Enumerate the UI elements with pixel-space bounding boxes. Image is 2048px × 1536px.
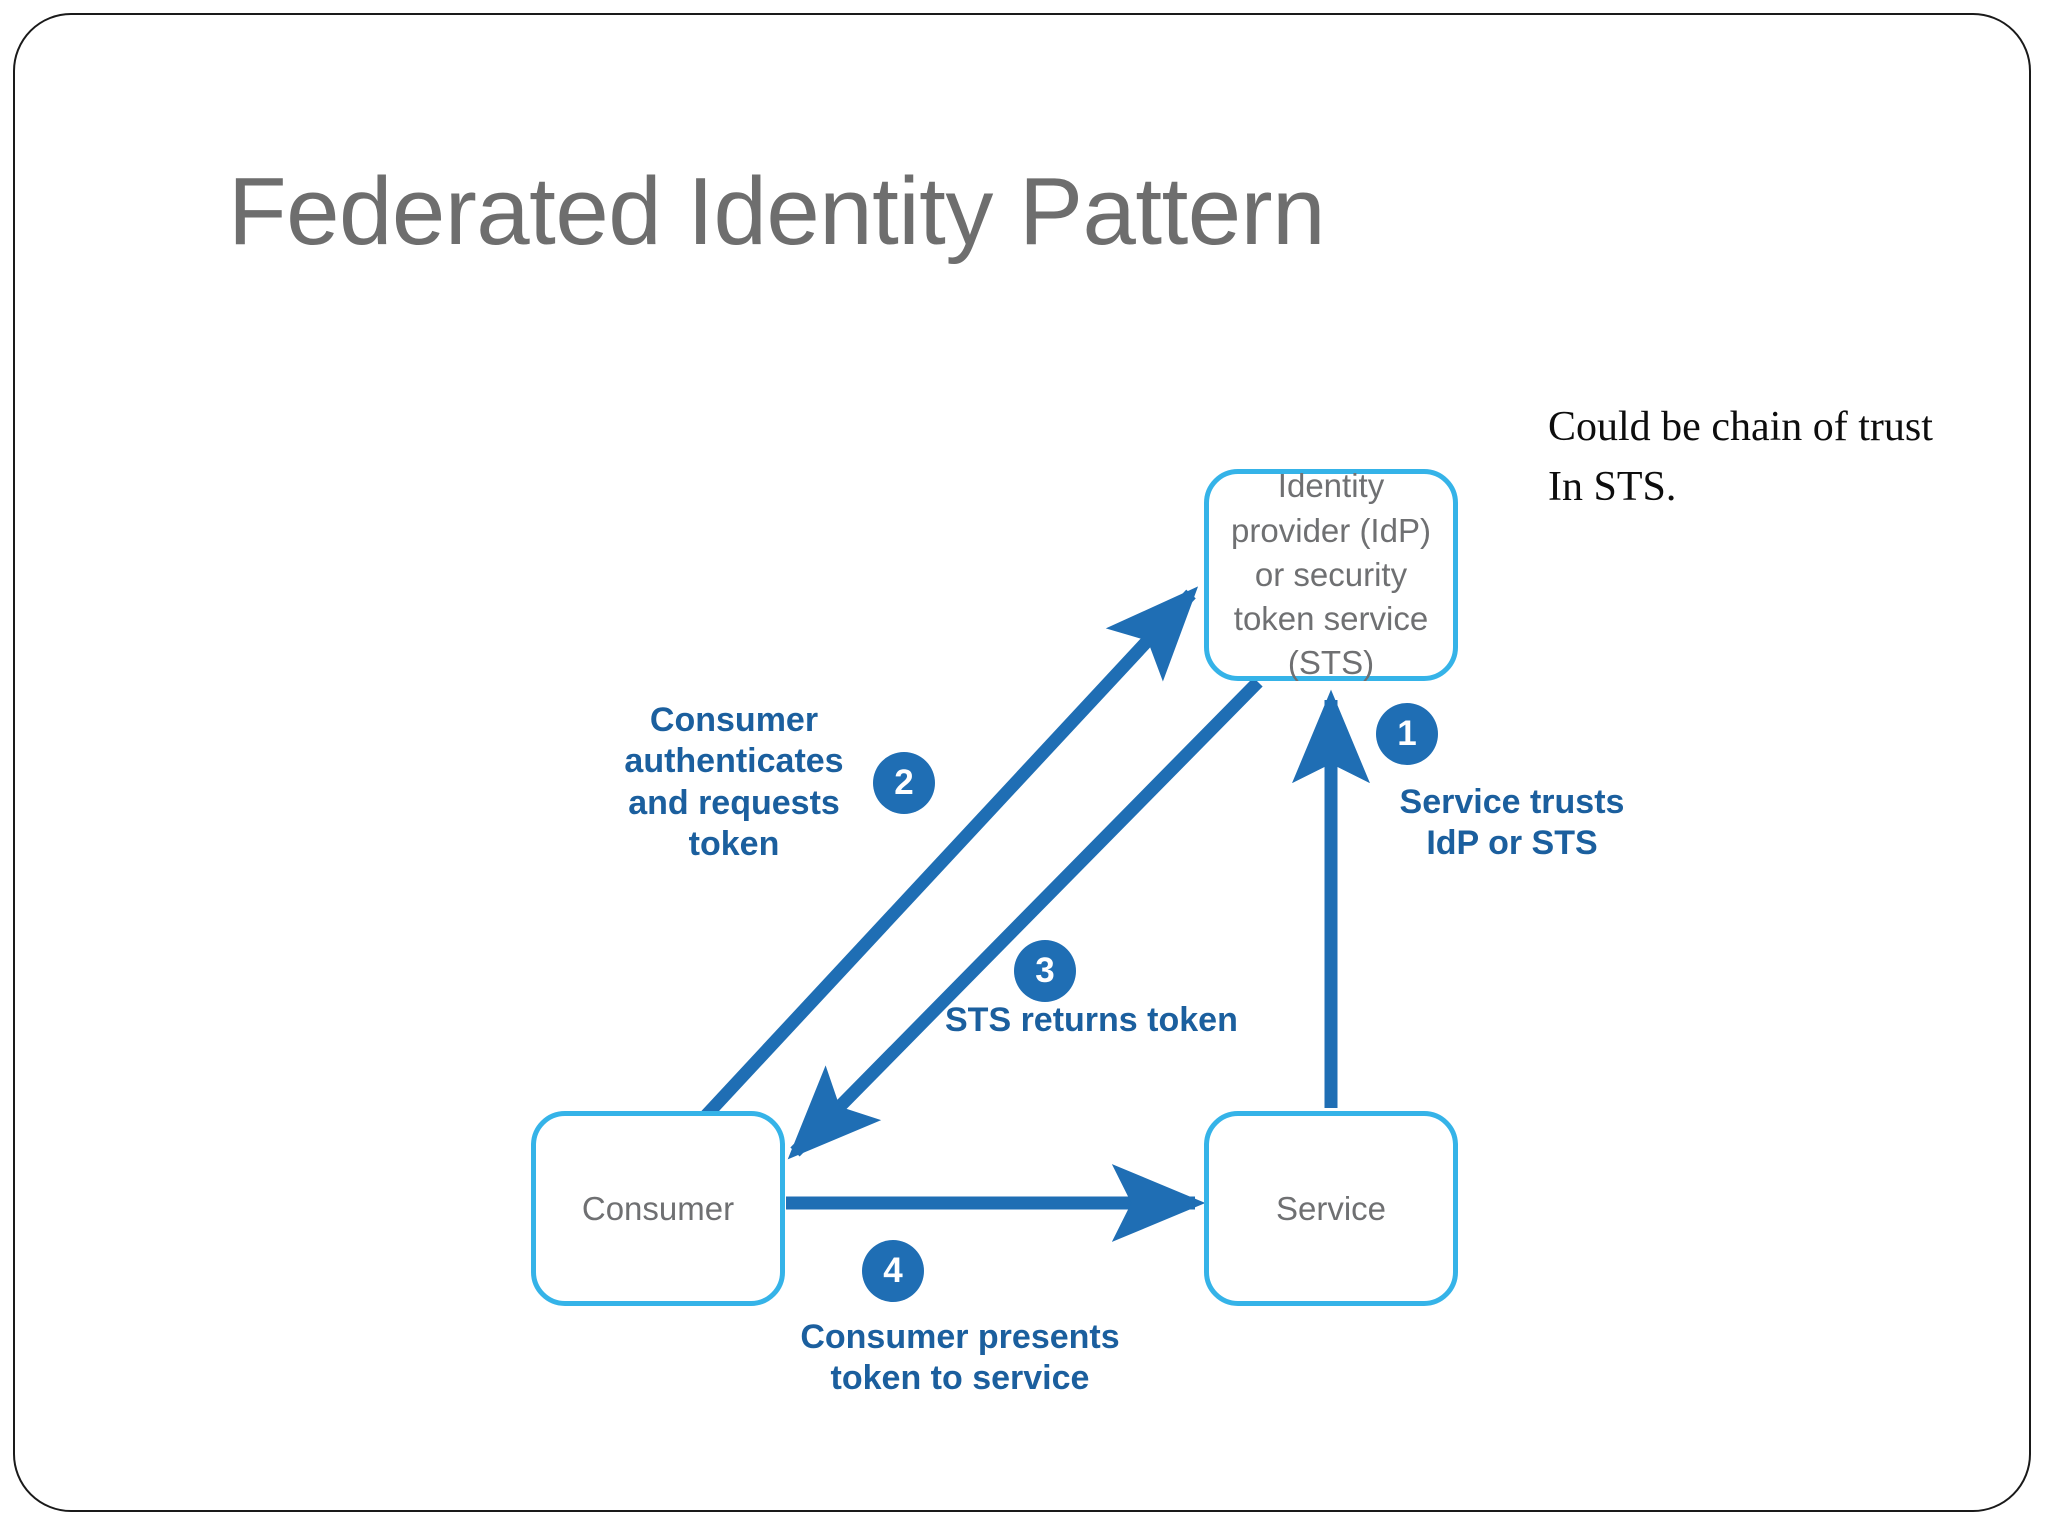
node-identity-provider-label: Identity provider (IdP) or security toke…	[1231, 467, 1431, 682]
page-title: Federated Identity Pattern	[228, 158, 1326, 265]
step-caption-3: STS returns token	[945, 1001, 1238, 1039]
annotation-line-2: In STS.	[1548, 463, 1677, 510]
step-caption-4: Consumer presents token to service	[800, 1318, 1120, 1398]
annotation-line-1: Could be chain of trust	[1548, 404, 1933, 450]
handwritten-annotation: Could be chain of trust In STS.	[1548, 398, 2008, 517]
step-badge-4: 4	[862, 1240, 924, 1302]
node-identity-provider[interactable]: Identity provider (IdP) or security toke…	[1204, 467, 1458, 681]
arrow-idp-to-consumer	[787, 677, 1263, 1160]
step-badge-2: 2	[873, 752, 935, 814]
node-service[interactable]: Service	[1204, 1111, 1458, 1306]
node-consumer-label: Consumer	[581, 1189, 735, 1227]
step-caption-2: Consumer authenticates and requests toke…	[624, 701, 844, 864]
step-badge-1: 1	[1376, 703, 1438, 765]
arrow-consumer-to-idp	[695, 586, 1199, 1127]
step-badge-3: 3	[1014, 940, 1076, 1002]
step-caption-1: Service trusts IdP or STS	[1399, 783, 1625, 863]
node-service-label: Service	[1275, 1189, 1387, 1227]
node-consumer[interactable]: Consumer	[531, 1111, 785, 1306]
